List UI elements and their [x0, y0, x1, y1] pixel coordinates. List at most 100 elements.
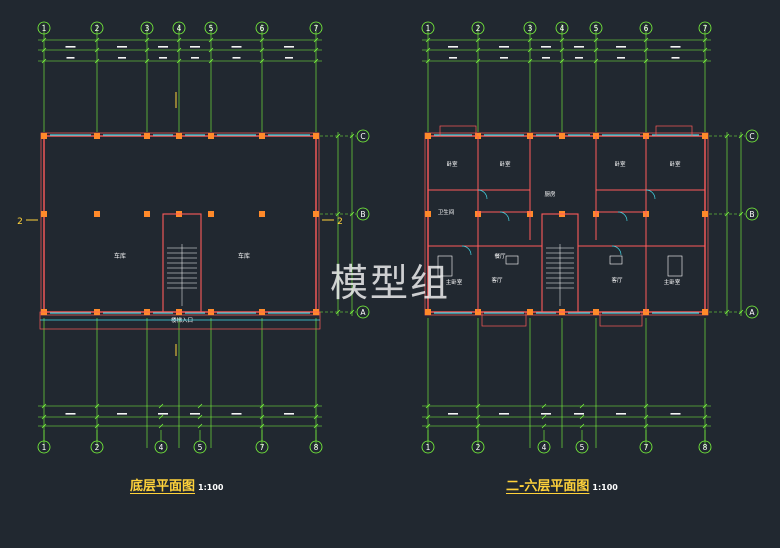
dimension-text-mark	[616, 46, 626, 48]
door-swing	[477, 189, 488, 200]
dimension-tick	[541, 403, 547, 409]
section-mark-left: 2	[17, 217, 23, 227]
kitchen-counter	[505, 255, 519, 265]
door-swing	[611, 245, 622, 256]
dimension-tick	[158, 403, 164, 409]
plan-scale: 1:100	[592, 483, 618, 492]
dimension-tick	[41, 423, 47, 429]
axis-label-side-circle	[356, 207, 370, 221]
dimension-text-mark	[617, 57, 625, 59]
dimension-tick	[259, 47, 265, 53]
dimension-tick	[579, 414, 585, 420]
dimension-tick	[144, 58, 150, 64]
room-label: 客厅	[611, 276, 623, 284]
axis-label-top-circle	[639, 21, 653, 35]
structural-column	[313, 211, 319, 217]
axis-label-top: 4	[177, 24, 182, 33]
dimension-text-mark	[671, 57, 680, 59]
dimension-tick	[313, 403, 319, 409]
dimension-tick	[527, 37, 533, 43]
dimension-tick	[313, 47, 319, 53]
axis-label-top-circle	[309, 21, 323, 35]
dimension-text-mark	[541, 413, 551, 415]
dimension-text-mark	[158, 46, 168, 48]
bathtub	[437, 255, 453, 277]
dimension-tick	[559, 47, 565, 53]
bathtub	[667, 255, 683, 277]
dimension-text-mark	[449, 57, 457, 59]
room-label: 厨房	[544, 190, 556, 198]
dimension-tick	[176, 37, 182, 43]
dimension-text-mark	[191, 57, 199, 59]
dimension-text-mark	[575, 57, 583, 59]
dimension-text-mark	[541, 46, 551, 48]
structural-column	[259, 133, 265, 139]
axis-label-bottom: 1	[426, 443, 431, 452]
dimension-text-mark	[118, 57, 126, 59]
dimension-tick	[94, 423, 100, 429]
dimension-text-mark	[542, 57, 550, 59]
dimension-tick	[702, 47, 708, 53]
dimension-tick	[94, 403, 100, 409]
dimension-tick	[593, 47, 599, 53]
axis-label-top-circle	[255, 21, 269, 35]
structural-column	[702, 133, 708, 139]
dimension-tick	[41, 47, 47, 53]
dimension-tick	[541, 414, 547, 420]
axis-label-bottom-circle	[37, 440, 51, 454]
dimension-tick	[259, 58, 265, 64]
axis-label-top: 2	[476, 24, 481, 33]
dimension-tick	[702, 414, 708, 420]
axis-label-bottom-circle	[575, 440, 589, 454]
axis-label-side-circle	[356, 129, 370, 143]
watermark: 模型组	[330, 261, 451, 305]
room-label-garage: 车库	[114, 252, 126, 260]
dimension-text-mark	[117, 46, 127, 48]
structural-column	[702, 309, 708, 315]
dimension-tick	[94, 58, 100, 64]
dimension-tick	[259, 414, 265, 420]
axis-label-side: B	[749, 210, 754, 219]
room-label: 卧室	[446, 160, 458, 168]
structural-column	[208, 133, 214, 139]
structural-column	[593, 309, 599, 315]
dimension-text-mark	[190, 46, 200, 48]
axis-label-side-circle	[745, 129, 759, 143]
dimension-text-mark	[499, 413, 509, 415]
dimension-text-mark	[66, 57, 75, 59]
dimension-tick	[475, 37, 481, 43]
kitchen-counter	[609, 255, 623, 265]
dimension-text-mark	[574, 46, 584, 48]
dimension-tick	[475, 403, 481, 409]
axis-label-side-circle	[745, 207, 759, 221]
axis-label-bottom: 8	[703, 443, 708, 452]
dimension-text-mark	[158, 413, 168, 415]
dimension-tick	[313, 37, 319, 43]
structural-column	[94, 211, 100, 217]
room-label: 主卧室	[664, 278, 681, 286]
axis-label-bottom-circle	[639, 440, 653, 454]
door-swing	[499, 211, 510, 222]
structural-column	[425, 211, 431, 217]
room-label: 卧室	[614, 160, 626, 168]
dimension-tick	[643, 47, 649, 53]
dimension-tick	[144, 37, 150, 43]
porch-outline	[39, 311, 321, 330]
dimension-tick	[313, 414, 319, 420]
axis-label-top-circle	[140, 21, 154, 35]
axis-label-top-circle	[471, 21, 485, 35]
dimension-tick	[643, 58, 649, 64]
dimension-text-mark	[284, 46, 294, 48]
room-label: 主卧室	[446, 278, 463, 286]
dimension-tick	[313, 423, 319, 429]
axis-label-bottom: 5	[580, 443, 585, 452]
dimension-tick	[643, 414, 649, 420]
axis-label-top: 5	[209, 24, 214, 33]
axis-label-bottom: 1	[42, 443, 47, 452]
axis-label-top: 7	[703, 24, 708, 33]
balcony	[439, 125, 477, 137]
